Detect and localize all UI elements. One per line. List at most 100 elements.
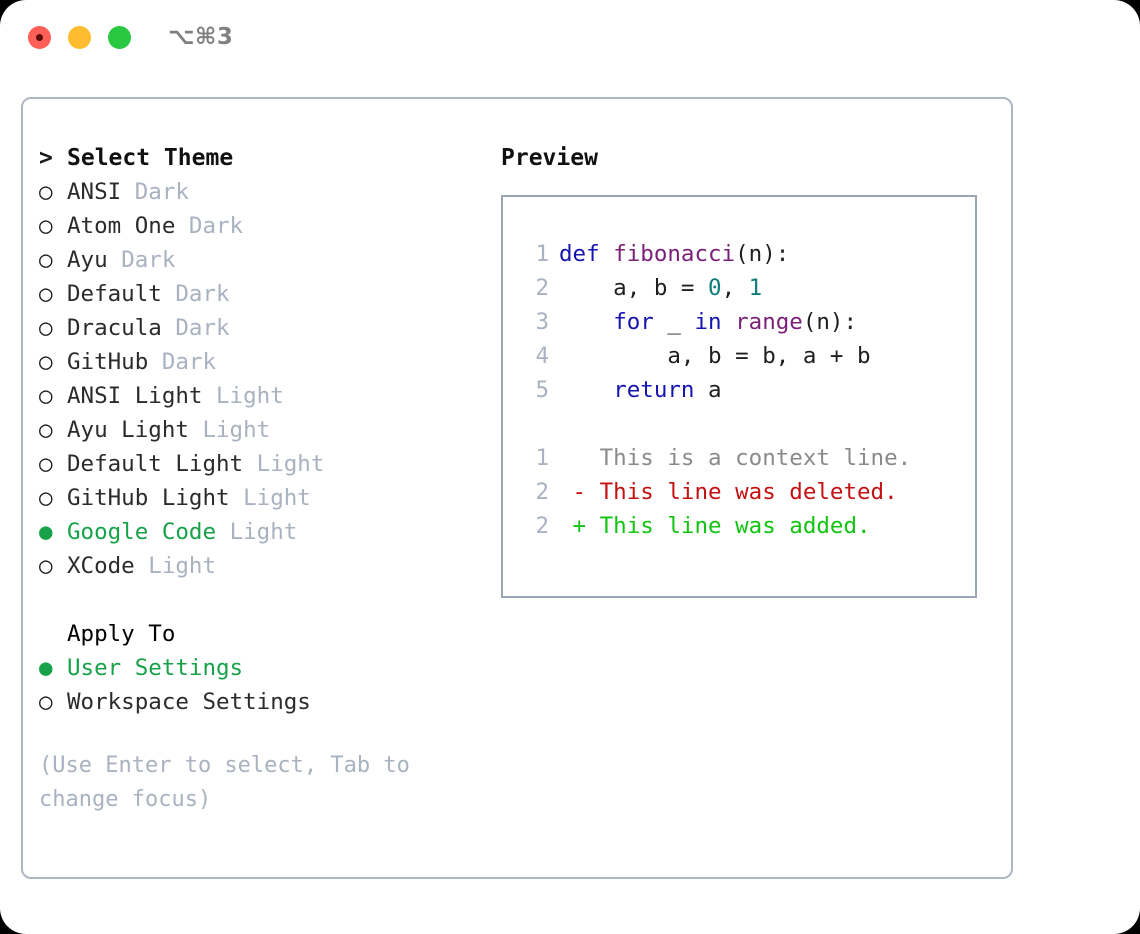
select-theme-header-label: Select Theme xyxy=(67,145,234,171)
line-number: 1 xyxy=(535,445,549,471)
theme-variant-label: Dark xyxy=(121,247,176,273)
code-token: a, b = b, a + b xyxy=(559,343,871,369)
line-number: 2 xyxy=(535,479,549,505)
code-token xyxy=(722,309,736,335)
diff-line-text: + This line was added. xyxy=(559,513,871,539)
theme-option-label: Default xyxy=(67,281,176,307)
theme-option-ayu-light[interactable]: ○ Ayu Light Light xyxy=(39,413,499,447)
theme-option-label: Ayu xyxy=(67,247,122,273)
theme-variant-label: Light xyxy=(202,417,271,443)
apply-to-option-user-settings[interactable]: ●User Settings xyxy=(39,651,499,685)
theme-selector-panel: >Select Theme ○ANSI Dark○Atom One Dark○A… xyxy=(21,97,1013,879)
line-number: 1 xyxy=(535,241,549,267)
apply-to-option-workspace-settings[interactable]: ○ Workspace Settings xyxy=(39,685,499,719)
keyboard-hint-text: (Use Enter to select, Tab to change focu… xyxy=(39,753,410,812)
theme-option-label: XCode xyxy=(67,553,149,579)
theme-variant-label: Dark xyxy=(175,315,230,341)
theme-option-list: ○ANSI Dark○Atom One Dark○Ayu Dark○Defaul… xyxy=(39,175,499,583)
theme-variant-label: Dark xyxy=(134,179,189,205)
code-token: _ xyxy=(653,309,695,335)
radio-unselected-icon: ○ xyxy=(39,213,53,239)
code-token: range xyxy=(735,309,803,335)
theme-option-dracula[interactable]: ○Dracula Dark xyxy=(39,311,499,345)
radio-unselected-icon: ○ xyxy=(39,315,53,341)
list-spacer xyxy=(39,583,499,617)
theme-option-label: GitHub xyxy=(67,349,162,375)
cursor-caret-icon: > xyxy=(39,145,53,171)
theme-option-label: Default Light xyxy=(67,451,257,477)
code-token: 1 xyxy=(748,275,763,301)
close-window-icon[interactable] xyxy=(28,26,51,49)
code-token: for xyxy=(613,309,654,335)
apply-to-option-list: ●User Settings ○ Workspace Settings xyxy=(39,651,499,719)
theme-variant-label: Dark xyxy=(161,349,217,375)
theme-option-github-light[interactable]: ○ GitHub Light Light xyxy=(39,481,499,515)
preview-title: Preview xyxy=(501,145,598,171)
theme-option-label: Atom One xyxy=(67,213,189,239)
keyboard-shortcut-label: ⌥⌘3 xyxy=(168,24,234,50)
theme-option-ayu[interactable]: ○Ayu Dark xyxy=(39,243,499,277)
theme-variant-label: Light xyxy=(229,519,298,545)
theme-option-google-code[interactable]: ● Google Code Light xyxy=(39,515,499,549)
diff-line: 1 This is a context line. xyxy=(503,441,975,475)
line-number: 4 xyxy=(535,343,549,369)
diff-line-text: - This line was deleted. xyxy=(559,479,898,505)
code-line: 3 for _ in range(n): xyxy=(503,305,975,339)
theme-option-label: Ayu Light xyxy=(67,417,203,443)
radio-unselected-icon: ○ xyxy=(39,349,53,375)
theme-option-default-light[interactable]: ○ Default Light Light xyxy=(39,447,499,481)
radio-unselected-icon: ○ xyxy=(39,281,53,307)
diff-line-text: This is a context line. xyxy=(559,445,912,471)
code-line: 2 a, b = 0, 1 xyxy=(503,271,975,305)
radio-unselected-icon: ○ xyxy=(39,417,53,443)
theme-option-label: GitHub Light xyxy=(67,485,244,511)
line-number: 5 xyxy=(535,377,549,403)
apply-to-header: Apply To xyxy=(39,617,499,651)
diff-line: 2 - This line was deleted. xyxy=(503,475,975,509)
theme-option-atom-one[interactable]: ○Atom One Dark xyxy=(39,209,499,243)
theme-option-ansi[interactable]: ○ANSI Dark xyxy=(39,175,499,209)
maximize-window-icon[interactable] xyxy=(108,26,131,49)
radio-unselected-icon: ○ xyxy=(39,553,53,579)
code-token xyxy=(559,377,613,403)
theme-variant-label: Light xyxy=(243,485,311,511)
theme-option-ansi-light[interactable]: ○ ANSI Light Light xyxy=(39,379,499,413)
minimize-window-icon[interactable] xyxy=(68,26,91,49)
radio-unselected-icon: ○ xyxy=(39,485,53,511)
code-token: (n): xyxy=(802,309,858,335)
theme-variant-label: Dark xyxy=(175,281,230,307)
theme-variant-label: Light xyxy=(256,451,325,477)
code-token: fibonacci xyxy=(613,241,736,267)
theme-option-label: Google Code xyxy=(67,519,230,545)
code-token: return xyxy=(613,377,695,403)
theme-option-label: ANSI xyxy=(67,179,135,205)
radio-selected-icon: ● xyxy=(39,655,53,681)
code-line: 5 return a xyxy=(503,373,975,407)
code-token: def xyxy=(559,241,614,267)
code-token: 0 xyxy=(708,275,722,301)
theme-option-github[interactable]: ○ GitHub Dark xyxy=(39,345,499,379)
select-theme-header: > Select Theme xyxy=(39,141,499,175)
diff-line: 2 + This line was added. xyxy=(503,509,975,543)
code-token: a xyxy=(694,377,722,403)
line-number: 3 xyxy=(535,309,549,335)
theme-option-xcode[interactable]: ○XCode Light xyxy=(39,549,499,583)
theme-variant-label: Light xyxy=(216,383,284,409)
code-token: , xyxy=(721,275,749,301)
apply-to-option-label: Workspace Settings xyxy=(67,689,311,715)
theme-option-default[interactable]: ○ Default Dark xyxy=(39,277,499,311)
theme-option-label: ANSI Light xyxy=(67,383,217,409)
code-token: in xyxy=(694,309,722,335)
radio-selected-icon: ● xyxy=(39,519,53,545)
traffic-light-buttons xyxy=(28,26,131,49)
radio-unselected-icon: ○ xyxy=(39,451,53,477)
line-number: 2 xyxy=(535,275,549,301)
radio-unselected-icon: ○ xyxy=(39,383,53,409)
radio-unselected-icon: ○ xyxy=(39,689,53,715)
code-line: 4 a, b = b, a + b xyxy=(503,339,975,373)
